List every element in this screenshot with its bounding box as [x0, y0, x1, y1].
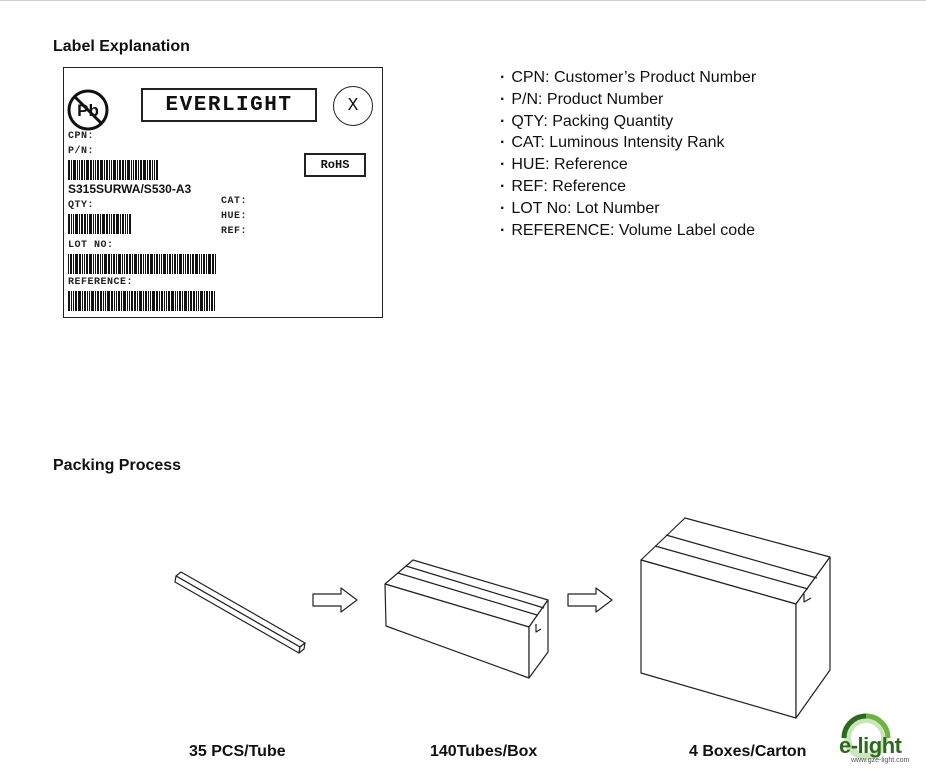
brand-box: EVERLIGHT — [141, 88, 317, 122]
label-ref: REF: — [221, 226, 248, 237]
legend-item: QTY: Packing Quantity — [500, 111, 756, 133]
legend-item: P/N: Product Number — [500, 89, 756, 111]
carton-illustration — [640, 517, 831, 719]
label-legend: CPN: Customer’s Product Number P/N: Prod… — [500, 67, 756, 241]
legend-item: REFERENCE: Volume Label code — [500, 220, 756, 242]
packing-process-title: Packing Process — [53, 457, 182, 474]
legend-item: CAT: Luminous Intensity Rank — [500, 132, 756, 154]
label-reference: REFERENCE: — [68, 277, 134, 288]
box-illustration — [384, 559, 549, 679]
label-hue: HUE: — [221, 211, 248, 222]
label-qty: QTY: — [68, 200, 95, 211]
logo-text: e-light — [839, 733, 902, 758]
packing-illustration — [174, 517, 831, 719]
brand-name: EVERLIGHT — [165, 93, 293, 117]
top-rule — [0, 0, 926, 1]
x-mark: X — [333, 86, 373, 126]
legend-item: LOT No: Lot Number — [500, 198, 756, 220]
label-lot: LOT NO: — [68, 240, 114, 251]
barcode-qty — [68, 214, 140, 234]
label-explanation-title: Label Explanation — [53, 38, 190, 55]
step-caption-box: 140Tubes/Box — [430, 743, 538, 760]
pb-text: Pb — [77, 101, 99, 120]
pb-free-icon: Pb — [67, 89, 109, 131]
legend-item: HUE: Reference — [500, 154, 756, 176]
arrow-right-icon — [312, 587, 358, 613]
rohs-badge: RoHS — [304, 153, 366, 177]
step-caption-tube: 35 PCS/Tube — [189, 743, 286, 760]
barcode-lot — [68, 254, 248, 274]
pn-value: S315SURWA/S530-A3 — [68, 182, 192, 196]
barcode-pn — [68, 160, 176, 180]
barcode-reference — [68, 291, 250, 311]
legend-item: REF: Reference — [500, 176, 756, 198]
tube-illustration — [174, 571, 306, 654]
legend-item: CPN: Customer’s Product Number — [500, 67, 756, 89]
label-cpn: CPN: — [68, 131, 95, 142]
e-light-logo-icon — [841, 713, 891, 760]
logo-url: www.gze-light.com — [851, 757, 910, 764]
label-pn: P/N: — [68, 146, 95, 157]
label-cat: CAT: — [221, 196, 248, 207]
step-caption-carton: 4 Boxes/Carton — [689, 743, 807, 760]
sample-label: Pb EVERLIGHT X RoHS CPN: P/N: S315SURWA/… — [63, 67, 383, 318]
arrow-right-icon — [567, 587, 613, 613]
